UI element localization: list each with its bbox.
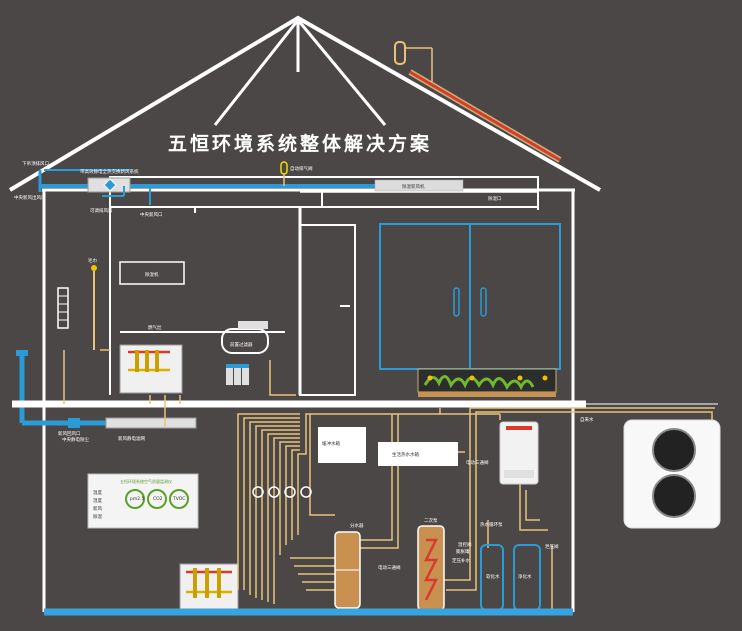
panel-key-1: 温度 [93,489,102,496]
outdoor-heat-pump-unit [623,419,721,529]
gas-stove-label: 燃气灶 [148,324,162,331]
buffer-tank [334,531,361,609]
gauge-co2-label: CO2 [153,496,163,502]
floor-heat-manifold-lower [179,563,239,611]
fresh-air-unit-label: 带高效静电全热交换新风系统 [80,168,139,175]
tank-valve-label: 温控阀 [458,541,472,548]
hot-water-tank [417,525,445,611]
pressure-relief-label: 泄压阀 [545,543,559,550]
water-heater-tank-label: 生活热水水箱 [392,451,419,458]
elec-valve2-label: 电动三通阀 [378,564,401,571]
auto-exhaust-label: 自动排气阀 [290,165,313,172]
central-supply-label: 中央新风口 [140,211,163,218]
panel-title: 五恒环境系统空气质量监测仪 [120,478,172,484]
return-vent-label: 可调排风口 [90,207,113,214]
buffer-tank-label: 缓冲水箱 [322,440,340,447]
buffer-controller-box [318,427,366,463]
wall-boiler [499,421,539,485]
water-pipe-network [63,349,715,611]
tank-small-label: 定压补水 [452,557,470,564]
ground-unit-box-label: 新风静电滤网 [118,435,145,442]
dry-room-label: 除湿口 [488,195,502,202]
wardrobe [379,223,561,397]
ceiling-vent-label: 下吊顶排风口 [22,160,49,167]
door [299,224,356,396]
roof-king-post-r [296,19,387,126]
dehumidifier-label: 除湿机 [145,271,159,278]
gauge-tvoc [169,489,189,509]
hot-water-pump-label: 热水循环泵 [480,521,503,528]
dehumidifier-box [119,261,185,285]
gauge-pm25-label: pm2.5 [130,496,145,502]
soft-water-label: 软化水 [486,573,500,580]
title: 五恒环境系统整体解决方案 [168,132,432,155]
main-return-vent-label: 新风回风口 [58,430,81,437]
purified-water-label: 净化水 [518,573,532,580]
gauge-pm25 [125,489,145,509]
expansion-label: 膨胀罐 [456,548,470,555]
water-purifier-label: 前置过滤器 [230,341,253,348]
panel-key-2: 湿度 [93,497,102,504]
gauge-tvoc-label: TVOC [172,496,185,502]
auto-exhaust-valve-icon [280,161,288,186]
fresh-intake-label: 中央新风出风口 [14,194,46,201]
vessel-label: 二次泵 [424,517,438,524]
roof-outline [8,15,601,192]
solar-collector [394,41,562,163]
roof-king-post-l [213,19,300,126]
circulation-pumps [252,486,312,498]
ground-vent-unit [105,417,197,429]
air-monitor-panel: 五恒环境系统空气质量监测仪 温度 湿度 新风 除湿 pm2.5 CO2 TVOC [87,473,199,529]
ground-unit-label: 中央静电除尘 [62,436,89,443]
dehumid-unit-label: 除湿新风机 [402,183,425,190]
floor-heat-manifold-upper [119,344,183,394]
gauge-co2 [147,489,167,509]
water-heater-controller-box [378,442,458,466]
towel-rack [57,287,69,329]
water-meter-label: 自来水 [580,416,594,423]
air-duct-system [16,169,464,428]
diverter-label: 分水器 [350,522,364,529]
heater-lamp [91,265,97,350]
panel-key-4: 除湿 [93,513,102,520]
water-purifier [221,321,269,385]
towel-label: 毛巾 [88,257,97,264]
elec-valve-label: 电动三通阀 [466,459,489,466]
panel-key-3: 新风 [93,505,102,512]
